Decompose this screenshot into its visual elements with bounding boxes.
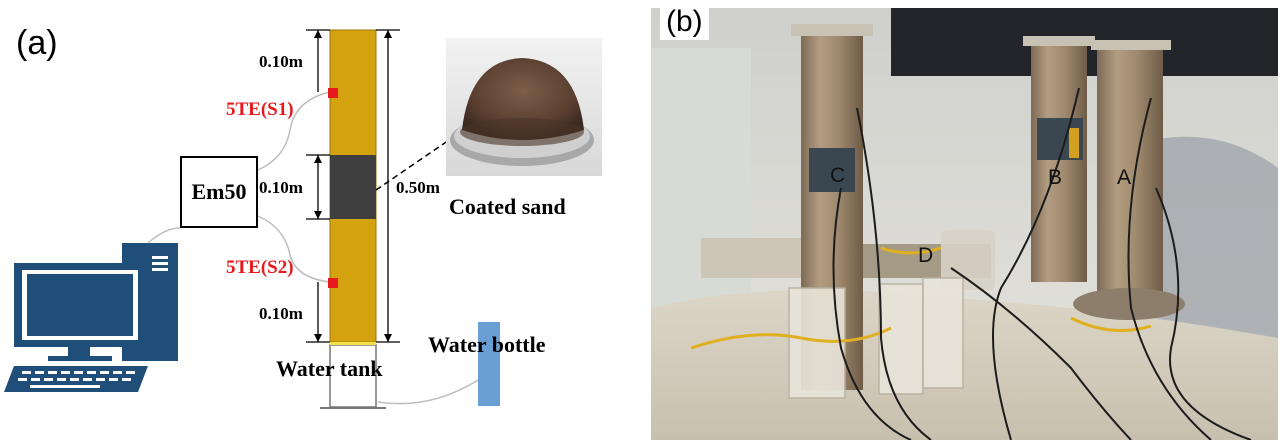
water-bottle — [478, 322, 500, 406]
column-label-b: B — [1048, 166, 1063, 189]
computer-icon — [4, 243, 178, 392]
sensor-cables — [147, 91, 479, 405]
sensor-marker-s2 — [328, 278, 338, 288]
coated-sand-zone — [330, 155, 376, 219]
water-tank-label: Water tank — [276, 356, 383, 381]
dimension-top-label: 0.10m — [259, 52, 303, 71]
em50-logger: Em50 — [180, 156, 258, 228]
sensor-marker-s1 — [328, 88, 338, 98]
sensor-s2-label: 5TE(S2) — [226, 257, 294, 278]
panel-a-label: (a) — [16, 24, 58, 62]
coated-sand-photo — [446, 38, 602, 176]
schematic-diagram — [4, 29, 602, 409]
column-label-c: C — [830, 164, 846, 187]
dimension-total-label: 0.50m — [396, 178, 440, 197]
dimension-bottom-label: 0.10m — [259, 304, 303, 323]
column-label-a: A — [1117, 166, 1132, 189]
dimension-middle-label: 0.10m — [259, 178, 303, 197]
water-bottle-label: Water bottle — [428, 332, 546, 357]
coated-sand-label: Coated sand — [449, 194, 566, 219]
column-label-d: D — [918, 244, 934, 267]
sensor-s1-label: 5TE(S1) — [226, 99, 294, 120]
panel-b-label: (b) — [660, 4, 709, 40]
experiment-photo — [651, 8, 1278, 440]
